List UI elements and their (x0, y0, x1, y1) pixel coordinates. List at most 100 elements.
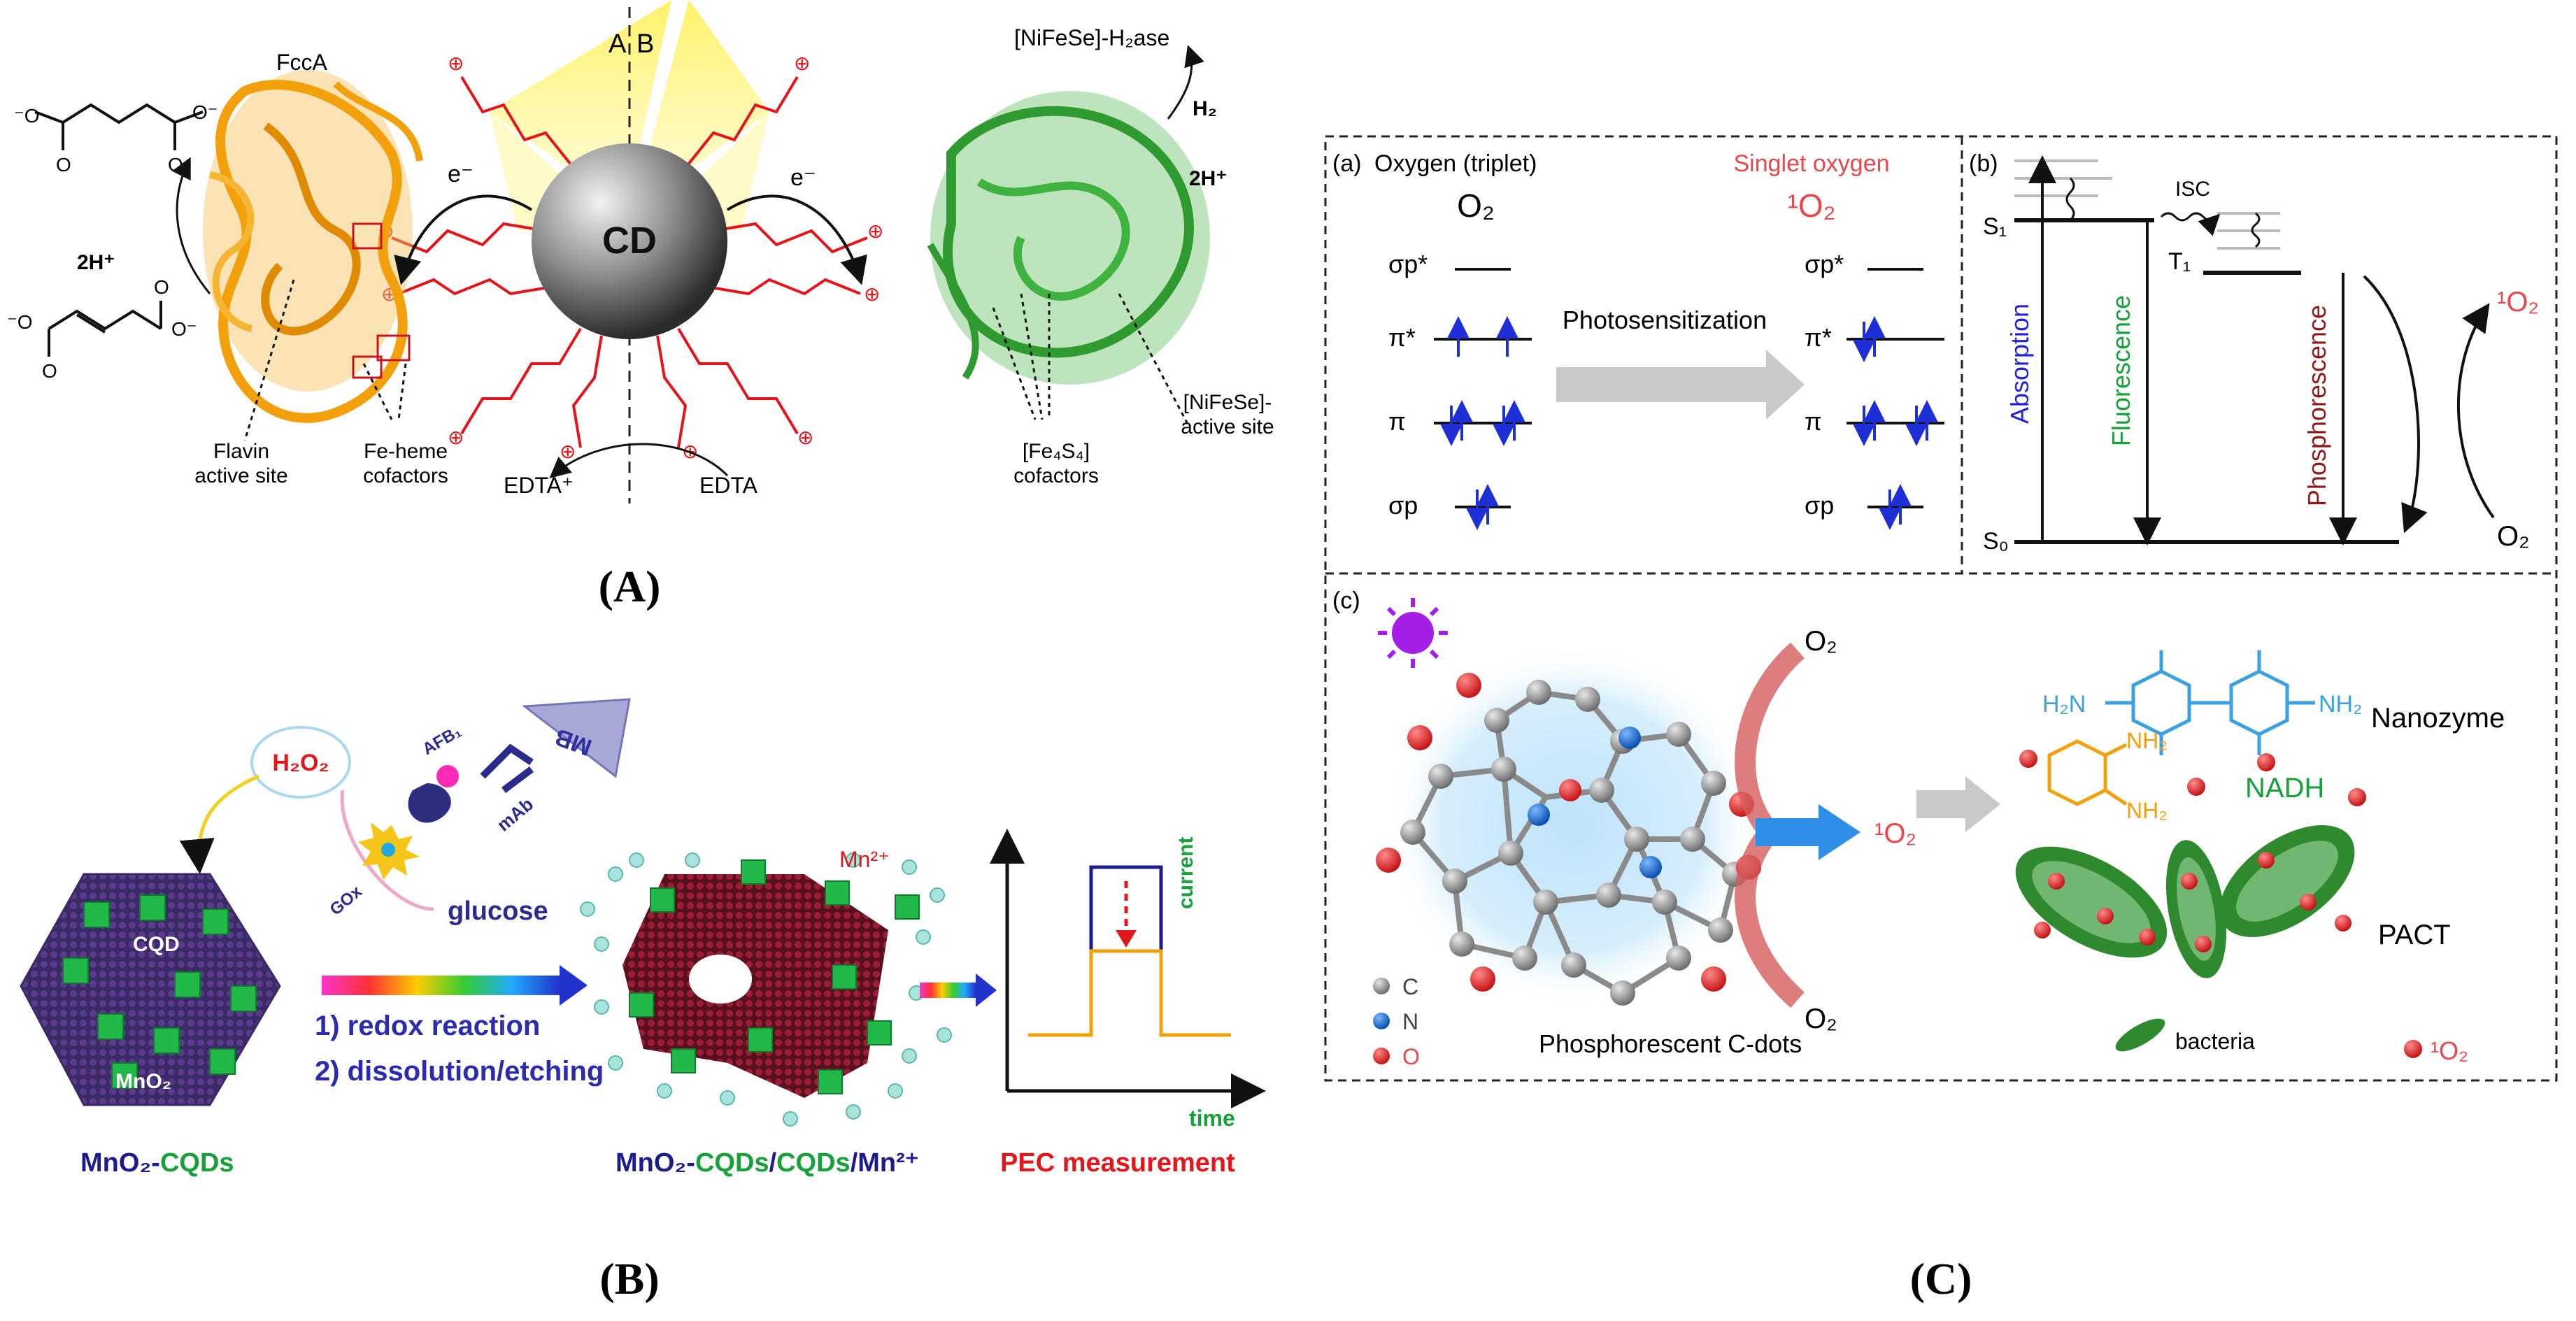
application-arrow (1916, 776, 2000, 832)
svg-text:⊕: ⊕ (867, 220, 883, 242)
svg-text:σp: σp (1805, 491, 1834, 520)
t1-label: T₁ (2168, 248, 2191, 275)
svg-text:⊕: ⊕ (864, 283, 880, 305)
orbital-labels-left: σp* π* π σp (1388, 250, 1428, 520)
spin-arrows-right (1853, 316, 1938, 530)
fluorescence-label: Fluorescence (2107, 295, 2135, 446)
label-b: B (636, 29, 654, 59)
ligand-chains (391, 76, 868, 448)
label-mid: MnO₂-CQDs/CQDs/Mn²⁺ (615, 1148, 919, 1178)
spin-arrows-left (1440, 316, 1525, 530)
caption-b: (B) (599, 1254, 659, 1304)
photosensitization-arrow (1556, 350, 1805, 420)
svg-text:O: O (42, 360, 57, 382)
cqd-label: CQD (133, 933, 180, 956)
left-formula: O₂ (1457, 187, 1495, 224)
nadh-label: NADH (2245, 773, 2324, 804)
axis-y-label: current (1174, 837, 1197, 909)
panel-c: (a) Oxygen (triplet) O₂ Singlet oxygen ¹… (1324, 135, 2558, 1304)
nanozyme-label: Nanozyme (2371, 703, 2505, 734)
svg-text:π*: π* (1805, 323, 1832, 352)
hydrogenase-protein: [NiFeSe]-H₂ase (927, 25, 1210, 385)
svg-text:⊕: ⊕ (448, 427, 464, 448)
c-dot-molecule (1376, 643, 1763, 1007)
electron-arrow-left (394, 194, 533, 285)
svg-text:O: O (154, 276, 169, 298)
antibody (480, 743, 534, 793)
label-right: PEC measurement (1000, 1148, 1235, 1178)
svg-text:O⁻: O⁻ (171, 318, 197, 340)
afb-molecule (436, 765, 459, 787)
panel-c-frame (1324, 135, 2558, 1082)
h2o2-bubble (250, 726, 351, 799)
legend-n: N (1402, 1009, 1418, 1034)
electron-right: e⁻ (790, 164, 816, 191)
axis-x-label: time (1189, 1106, 1235, 1131)
bacteria-label: bacteria (2175, 1029, 2255, 1054)
right-formula: ¹O₂ (1788, 187, 1836, 224)
h2-label: H₂ (1193, 97, 1217, 120)
tag-b: (b) (1969, 150, 1998, 177)
step1-label: 1) redox reaction (315, 1011, 540, 1041)
sun-icon (1378, 598, 1448, 668)
step2-label: 2) dissolution/etching (315, 1056, 604, 1087)
svg-text:⊕: ⊕ (797, 427, 813, 448)
singlet-arrow (1756, 804, 1860, 860)
svg-text:⊕: ⊕ (560, 441, 576, 462)
svg-text:⊕: ⊕ (448, 52, 464, 74)
s1-label: S₁ (1983, 213, 2007, 240)
glucose-label: glucose (448, 897, 548, 926)
tag-c: (c) (1332, 587, 1360, 614)
feheme-line2: cofactors (363, 464, 448, 487)
svg-text:⁻O: ⁻O (14, 105, 40, 127)
pec-plot: current time (990, 829, 1266, 1131)
absorption-label: Absorption (2005, 304, 2034, 424)
svg-text:σp*: σp* (1805, 250, 1844, 278)
h2o2-label: H₂O₂ (272, 750, 329, 776)
label-left: MnO₂-CQDs (80, 1148, 234, 1178)
oxygen-label-b: O₂ (2497, 521, 2530, 552)
svg-text:π*: π* (1388, 323, 1416, 352)
flavin-line1: Flavin (213, 440, 269, 463)
left-title: Oxygen (triplet) (1374, 150, 1537, 177)
mn2plus-label: Mn²⁺ (839, 847, 890, 872)
fcca-protein: FccA (203, 50, 423, 423)
fes-line2: cofactors (1013, 464, 1099, 487)
panel-b: H₂O₂ MB mAb AFB₁ GOx glucose CQD MnO₂ 1)… (20, 698, 1266, 1304)
o2-top: O₂ (1805, 626, 1837, 657)
nh2-right: NH₂ (2319, 691, 2362, 717)
gox-label: GOx (327, 882, 367, 920)
rainbow-arrow-1 (322, 976, 560, 995)
photosensitization-label: Photosensitization (1563, 306, 1767, 334)
hydrogenase-label: [NiFeSe]-H₂ase (1014, 25, 1169, 50)
nifese-line2: active site (1181, 415, 1274, 438)
legend-singlet: ¹O₂ (2431, 1036, 2468, 1065)
nh2-left: H₂N (2042, 691, 2086, 717)
tag-a: (a) (1332, 150, 1362, 177)
s0-label: S₀ (1983, 528, 2009, 555)
rainbow-arrow-2 (920, 983, 976, 998)
nifese-line1: [NiFeSe]- (1183, 391, 1272, 414)
svg-text:⊕: ⊕ (794, 52, 810, 74)
pact-label: PACT (2378, 920, 2451, 950)
svg-text:O⁻: O⁻ (192, 101, 218, 123)
opd-structure (2047, 739, 2128, 806)
fes-line1: [Fe₄S₄] (1023, 440, 1090, 463)
cd-label: CD (602, 220, 657, 262)
flavin-line2: active site (194, 464, 287, 487)
panel-a: A B ⊕⊕ ⊕⊕ ⊕⊕ ⊕⊕ ⊕⊕ CD (7, 0, 1274, 611)
succinate-structure (34, 103, 204, 150)
c-dots-caption: Phosphorescent C-dots (1539, 1029, 1802, 1058)
bacteria-cells (2015, 825, 2355, 1052)
svg-text:O: O (168, 154, 183, 176)
opd-nh2-b: NH₂ (2126, 798, 2168, 823)
etched-structure (580, 852, 952, 1127)
afb-label: AFB₁ (420, 722, 465, 759)
caption-c: (C) (1910, 1254, 1972, 1304)
feheme-line1: Fe-heme (364, 440, 448, 463)
svg-text:σp: σp (1388, 491, 1418, 520)
mab-label: mAb (493, 793, 538, 835)
electron-left: e⁻ (448, 161, 474, 187)
svg-text:σp*: σp* (1388, 250, 1428, 278)
electron-arrow-right (726, 194, 867, 285)
